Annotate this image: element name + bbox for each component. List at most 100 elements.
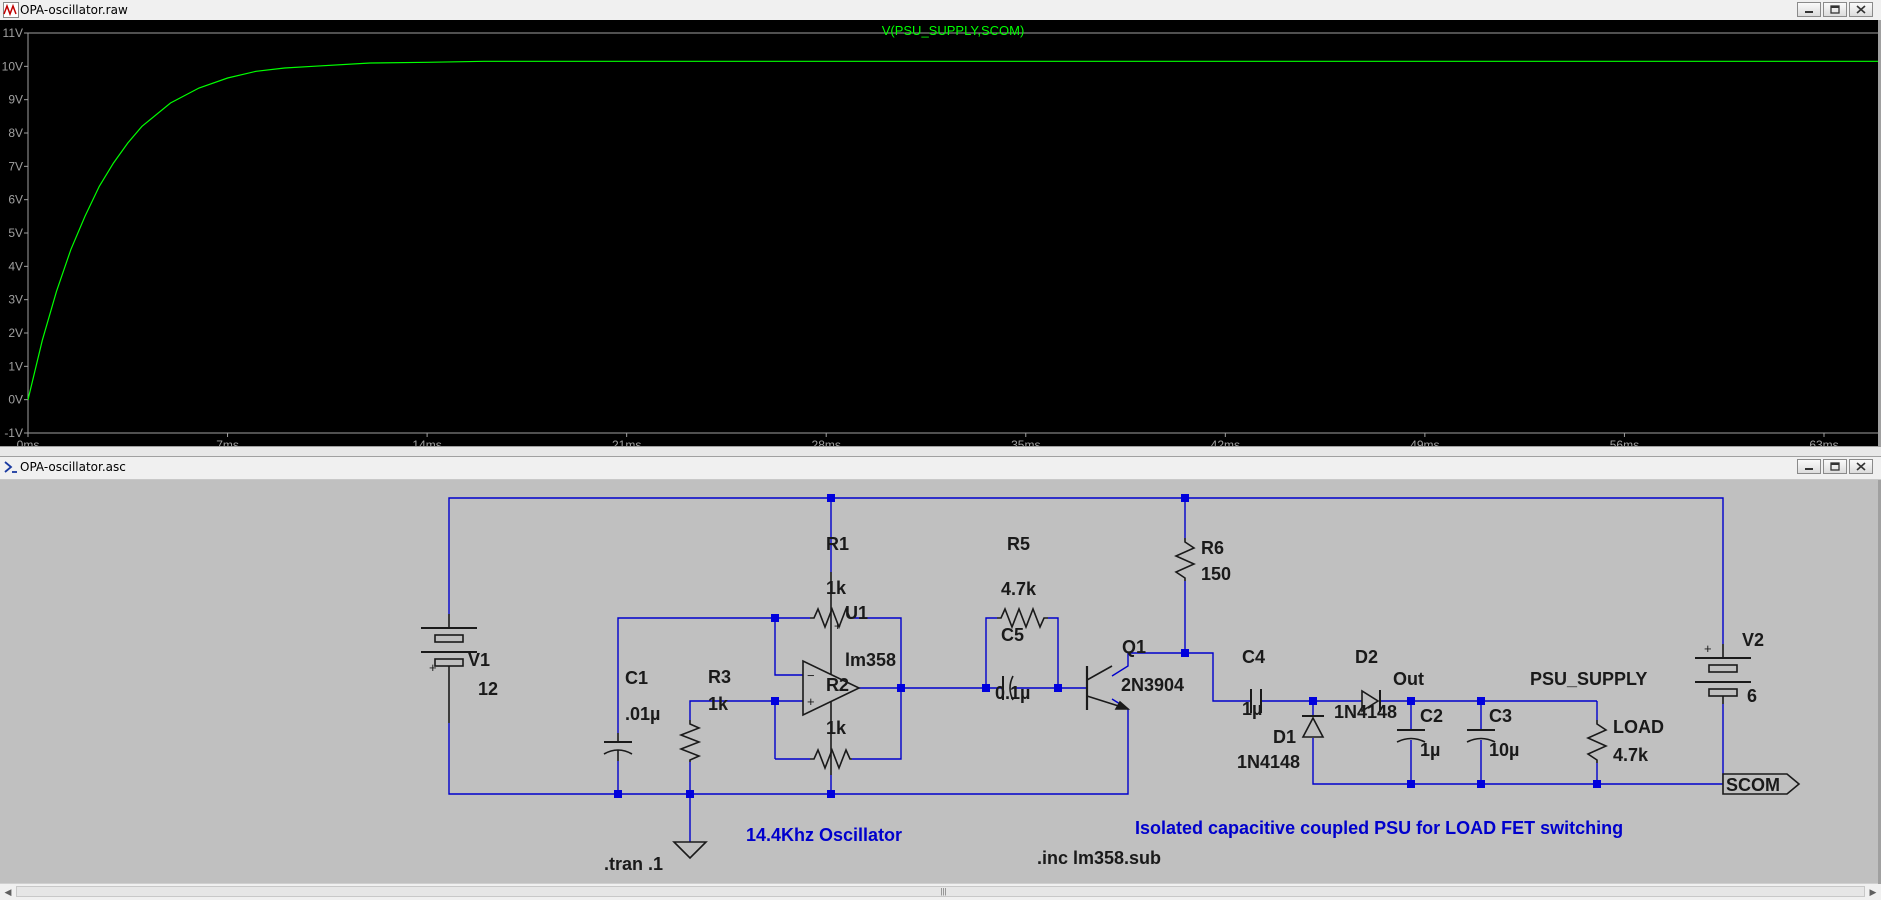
c3-value[interactable]: 10µ	[1489, 740, 1519, 760]
scroll-right-arrow-icon[interactable]: ▶	[1869, 887, 1877, 897]
r6-value[interactable]: 150	[1201, 564, 1231, 584]
wire-r5-left[interactable]	[985, 617, 997, 688]
y-tick-label: 11V	[3, 26, 23, 40]
x-tick-label: 21ms	[612, 438, 641, 446]
y-tick-label: 5V	[8, 226, 23, 240]
r5-resistor[interactable]	[997, 606, 1048, 630]
trace-v-psu-supply-scom[interactable]	[27, 60, 1881, 400]
wire-r5-right[interactable]	[1048, 617, 1059, 688]
restore-icon	[1830, 5, 1840, 14]
v1-value[interactable]: 12	[478, 679, 498, 699]
c3-capacitor[interactable]	[1466, 729, 1496, 743]
schem-restore-button[interactable]	[1823, 459, 1847, 474]
tran-directive[interactable]: .tran .1	[604, 854, 663, 874]
r5-value[interactable]: 4.7k	[1001, 579, 1037, 599]
r5-label[interactable]: R5	[1007, 534, 1030, 554]
c4-capacitor[interactable]	[1250, 689, 1262, 713]
c3-label[interactable]: C3	[1489, 706, 1512, 726]
close-button[interactable]	[1849, 2, 1873, 17]
r1-value[interactable]: 1k	[826, 578, 847, 598]
minimize-button[interactable]	[1797, 2, 1821, 17]
v1-battery[interactable]	[421, 614, 477, 723]
c1-capacitor[interactable]	[603, 733, 633, 761]
net-scom-label[interactable]: SCOM	[1726, 775, 1780, 795]
r2-value[interactable]: 1k	[826, 718, 847, 738]
r3-value[interactable]: 1k	[708, 694, 729, 714]
d2-label[interactable]: D2	[1355, 647, 1378, 667]
x-tick-label: 35ms	[1011, 438, 1040, 446]
c4-value[interactable]: 1µ	[1242, 699, 1262, 719]
r1-resistor[interactable]	[810, 606, 852, 630]
v2-label[interactable]: V2	[1742, 630, 1764, 650]
schem-close-button[interactable]	[1849, 459, 1873, 474]
net-psu-supply-label[interactable]: PSU_SUPPLY	[1530, 669, 1647, 689]
r2-resistor[interactable]	[810, 747, 852, 771]
x-tick-label: 28ms	[812, 438, 841, 446]
c1-label[interactable]: C1	[625, 668, 648, 688]
scroll-grip-icon[interactable]: |||	[940, 887, 947, 896]
psu-comment[interactable]: Isolated capacitive coupled PSU for LOAD…	[1135, 818, 1623, 838]
u1-label[interactable]: U1	[845, 603, 868, 623]
r6-resistor[interactable]	[1174, 538, 1196, 581]
c5-capacitor[interactable]	[1002, 675, 1014, 701]
d1-value[interactable]: 1N4148	[1237, 752, 1300, 772]
v1-label[interactable]: V1	[468, 650, 490, 670]
v2-value[interactable]: 6	[1747, 686, 1757, 706]
waveform-titlebar[interactable]: OPA-oscillator.raw	[0, 0, 1881, 21]
trace-group	[27, 60, 1881, 400]
q1-value[interactable]: 2N3904	[1121, 675, 1184, 695]
wire-noninv-r3[interactable]	[689, 700, 776, 759]
c2-label[interactable]: C2	[1420, 706, 1443, 726]
r3-resistor[interactable]	[678, 720, 702, 762]
u1-value[interactable]: lm358	[845, 650, 896, 670]
y-tick-label: 4V	[8, 259, 23, 273]
scroll-track[interactable]	[16, 886, 1865, 897]
x-tick-label: 7ms	[216, 438, 239, 446]
scroll-left-arrow-icon[interactable]: ◀	[4, 887, 12, 897]
wire-top-rail[interactable]	[448, 497, 1724, 644]
schematic-titlebar[interactable]: OPA-oscillator.asc	[0, 457, 1881, 480]
wires	[448, 497, 1724, 842]
r3-label[interactable]: R3	[708, 667, 731, 687]
schematic-right-edge	[1878, 480, 1881, 884]
wire-q1-collector[interactable]	[1111, 652, 1185, 677]
c5-value[interactable]: 0.1µ	[995, 683, 1030, 703]
schematic-canvas[interactable]: V1 12 + C1 .01µ R3 1k R1 1k U1 lm358 R2 …	[0, 480, 1881, 884]
oscillator-comment[interactable]: 14.4Khz Oscillator	[746, 825, 902, 845]
c1-value[interactable]: .01µ	[625, 704, 660, 724]
net-out-label[interactable]: Out	[1393, 669, 1424, 689]
wire-scom-rail[interactable]	[1312, 738, 1723, 785]
u1-opamp[interactable]	[802, 572, 861, 759]
restore-button[interactable]	[1823, 2, 1847, 17]
schem-minimize-button[interactable]	[1797, 459, 1821, 474]
inc-directive[interactable]: .inc lm358.sub	[1037, 848, 1161, 868]
q1-transistor[interactable]	[1085, 665, 1131, 710]
c2-value[interactable]: 1µ	[1420, 740, 1440, 760]
load-resistor[interactable]	[1586, 720, 1608, 763]
trace-label[interactable]: V(PSU_SUPPLY,SCOM)	[882, 23, 1025, 38]
schematic-window: OPA-oscillator.asc	[0, 457, 1881, 900]
c2-capacitor[interactable]	[1396, 729, 1426, 743]
schematic-horizontal-scrollbar[interactable]: ◀ ||| ▶	[0, 883, 1881, 900]
v2-battery[interactable]	[1695, 644, 1751, 704]
q1-label[interactable]: Q1	[1122, 637, 1146, 657]
load-label[interactable]: LOAD	[1613, 717, 1664, 737]
r2-label[interactable]: R2	[826, 675, 849, 695]
d2-diode[interactable]	[1361, 689, 1381, 713]
wire-bottom-rail[interactable]	[448, 709, 1129, 795]
r1-label[interactable]: R1	[826, 534, 849, 554]
r6-label[interactable]: R6	[1201, 538, 1224, 558]
load-value[interactable]: 4.7k	[1613, 745, 1649, 765]
c4-label[interactable]: C4	[1242, 647, 1265, 667]
c5-label[interactable]: C5	[1001, 625, 1024, 645]
scom-net-flag[interactable]	[1722, 773, 1801, 795]
component-labels: V1 12 + C1 .01µ R3 1k R1 1k U1 lm358 R2 …	[429, 534, 1780, 795]
d1-diode[interactable]	[1301, 715, 1325, 738]
d1-label[interactable]: D1	[1273, 727, 1296, 747]
d2-value[interactable]: 1N4148	[1334, 702, 1397, 722]
u1-supply-minus-sign: −	[834, 683, 841, 697]
wire-to-c4[interactable]	[1185, 652, 1251, 702]
y-tick-label: 1V	[8, 359, 23, 373]
